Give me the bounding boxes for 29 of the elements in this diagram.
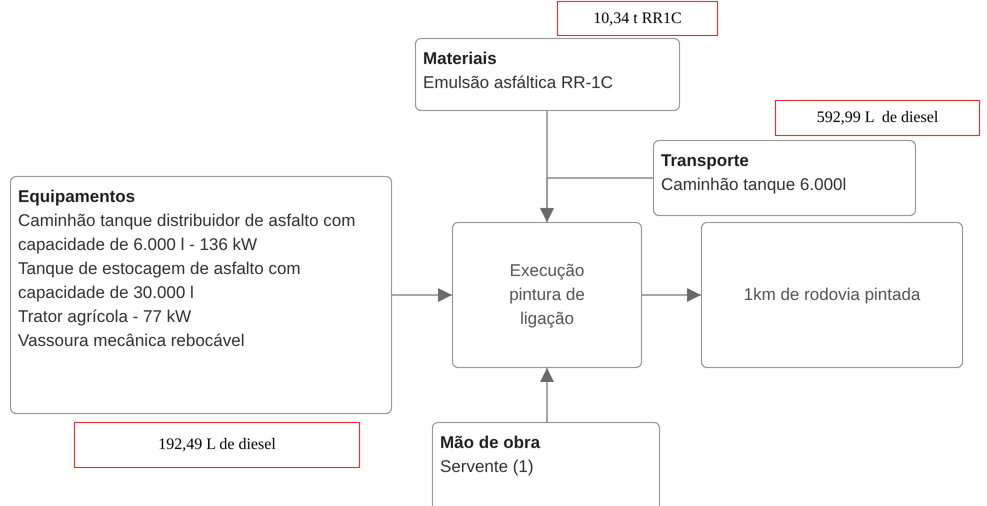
box-text: Emulsão asfáltica RR-1C xyxy=(423,72,614,94)
annotation-box xyxy=(557,1,718,36)
process-box xyxy=(653,140,916,216)
arrow xyxy=(540,177,653,222)
process-box xyxy=(452,222,642,368)
arrow xyxy=(392,288,452,302)
box-heading: Materiais xyxy=(423,48,498,70)
box-text: Vassoura mecânica rebocável xyxy=(18,330,246,352)
box-text: Caminhão tanque distribuidor de asfalto com capacidade de 6.000 l - 136 kW xyxy=(18,210,356,256)
box-text: Servente (1) xyxy=(440,456,535,478)
process-box xyxy=(432,422,660,506)
box-text: Caminhão tanque 6.000l xyxy=(661,174,848,196)
process-box xyxy=(701,222,963,368)
arrow xyxy=(540,368,554,422)
box-heading: Mão de obra xyxy=(440,432,542,454)
box-text: Execução pintura de ligação xyxy=(508,260,586,330)
annotation-text: 592,99 L de diesel xyxy=(816,109,938,127)
process-box xyxy=(415,38,680,111)
box-heading: Equipamentos xyxy=(18,186,136,208)
box-text: Trator agrícola - 77 kW xyxy=(18,306,192,328)
annotation-box xyxy=(775,100,980,136)
box-text: Tanque de estocagem de asfalto com capacidade de 30.000 l xyxy=(18,258,302,304)
box-text: 1km de rodovia pintada xyxy=(744,284,920,306)
annotation-box xyxy=(74,422,360,468)
annotation-text: 192,49 L de diesel xyxy=(158,436,276,454)
process-box xyxy=(10,176,392,414)
arrow xyxy=(642,288,701,302)
annotation-text: 10,34 t RR1C xyxy=(593,10,682,28)
box-heading: Transporte xyxy=(661,150,750,172)
